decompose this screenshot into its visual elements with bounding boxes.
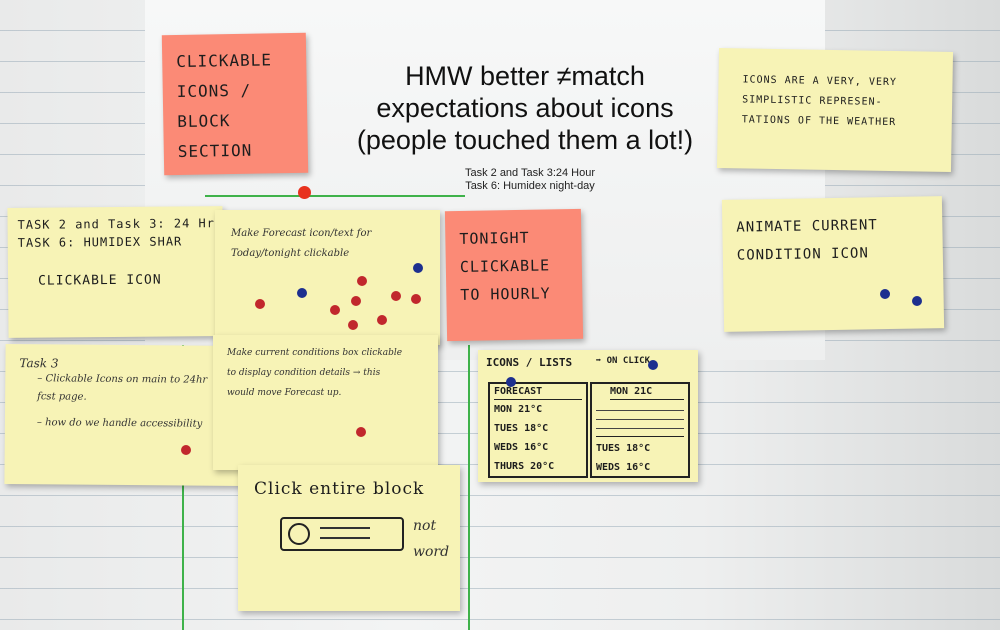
note-text: Make current conditions box clickable to… xyxy=(227,348,403,398)
vote-dot-red xyxy=(330,305,340,315)
vote-dot-blue xyxy=(880,289,890,299)
sketch-forecast-panel: FORECAST MON 21°C TUES 18°C WEDS 16°C TH… xyxy=(488,382,588,478)
sticky-note-ui-sketch: ICONS / LISTS ➡ ON CLICK FORECAST MON 21… xyxy=(478,350,698,482)
sketch-header-left: ICONS / LISTS xyxy=(486,356,573,369)
green-marker-line-right xyxy=(468,345,470,630)
sketch-forecast-row: THURS 20°C xyxy=(494,461,555,472)
sketch-onclick-row: WEDS 16°C xyxy=(596,462,651,473)
vote-dot-red xyxy=(357,276,367,286)
vote-dot-red xyxy=(411,294,421,304)
vote-dot-red xyxy=(255,299,265,309)
sketch-header-right: ➡ ON CLICK xyxy=(595,356,650,366)
note-text: ANIMATE CURRENT CONDITION ICON xyxy=(736,217,878,264)
poster-title: HMW better ≠match expectations about ico… xyxy=(356,61,694,155)
note-title: Click entire block xyxy=(254,479,425,499)
subtitle-line-2: Task 6: Humidex night-day xyxy=(465,180,595,192)
sticky-note-icons-simplistic: ICONS ARE A VERY, VERY SIMPLISTIC REPRES… xyxy=(716,47,954,173)
vote-dot-red xyxy=(348,320,358,330)
sticky-note-click-block: Click entire block not word xyxy=(238,465,460,611)
sketch-forecast-row: WEDS 16°C xyxy=(494,442,549,453)
sticky-note-tonight-clickable: TONIGHT CLICKABLE TO HOURLY xyxy=(444,208,584,342)
sketch-header: ICONS / LISTS ➡ ON CLICK xyxy=(486,356,690,369)
sketch-onclick-panel: MON 21C TUES 18°C WEDS 16°C xyxy=(590,382,690,478)
vote-dot-blue xyxy=(912,296,922,306)
note-text: ICONS ARE A VERY, VERY SIMPLISTIC REPRES… xyxy=(741,74,898,129)
sticky-note-task2: TASK 2 and Task 3: 24 Hr TASK 6: HUMIDEX… xyxy=(7,206,224,338)
sticky-note-current-conditions: Make current conditions box clickable to… xyxy=(213,335,438,470)
sketched-button xyxy=(280,517,404,551)
vote-dot-blue xyxy=(297,288,307,298)
note-aside: not word xyxy=(413,518,450,560)
poster-subtitle: Task 2 and Task 3:24 Hour Task 6: Humide… xyxy=(420,167,640,193)
sketch-wavy-lines xyxy=(596,402,684,437)
vote-dot-blue xyxy=(506,377,516,387)
vote-dot-red xyxy=(181,445,191,455)
task2-line-1: TASK 2 and Task 3: 24 Hr xyxy=(17,216,216,232)
vote-dot-red xyxy=(351,296,361,306)
green-marker-line-left xyxy=(182,345,184,630)
sticky-note-task3: Task 3 – Clickable Icons on main to 24hr… xyxy=(4,343,244,487)
sticky-note-forecast-icon: Make Forecast icon/text for Today/tonigh… xyxy=(215,210,440,345)
vote-dot-blue xyxy=(648,360,658,370)
vote-dot-red xyxy=(356,427,366,437)
sticky-note-clickable-icons: CLICKABLE ICONS / BLOCK SECTION xyxy=(161,32,309,176)
squiggle-text xyxy=(320,527,370,539)
green-marker-line-top xyxy=(205,195,465,197)
sketch-forecast-row: TUES 18°C xyxy=(494,423,549,434)
task2-line-2: TASK 6: HUMIDEX SHAR xyxy=(17,234,183,250)
weather-icon xyxy=(288,523,310,545)
sketch-onclick-title: MON 21C xyxy=(610,386,684,400)
sketch-onclick-row: TUES 18°C xyxy=(596,443,651,454)
vote-dot-red xyxy=(377,315,387,325)
arrow-right-icon: ➡ xyxy=(595,356,607,366)
sketch-forecast-row: MON 21°C xyxy=(494,404,543,415)
sketch-forecast-title: FORECAST xyxy=(494,386,582,400)
note-text: Make Forecast icon/text for Today/tonigh… xyxy=(231,228,372,259)
sticky-note-animate: ANIMATE CURRENT CONDITION ICON xyxy=(721,196,945,332)
task3-line-1: – Clickable Icons on main to 24hr fcst p… xyxy=(37,373,208,403)
subtitle-line-1: Task 2 and Task 3:24 Hour xyxy=(464,167,596,179)
note-text: TONIGHT CLICKABLE TO HOURLY xyxy=(459,228,551,304)
red-pin-dot xyxy=(298,186,311,199)
task2-body: CLICKABLE ICON xyxy=(38,272,162,289)
vote-dot-blue xyxy=(413,263,423,273)
note-text: CLICKABLE ICONS / BLOCK SECTION xyxy=(176,50,273,162)
vote-dot-red xyxy=(391,291,401,301)
task3-line-2: – how do we handle accessibility xyxy=(36,417,203,430)
